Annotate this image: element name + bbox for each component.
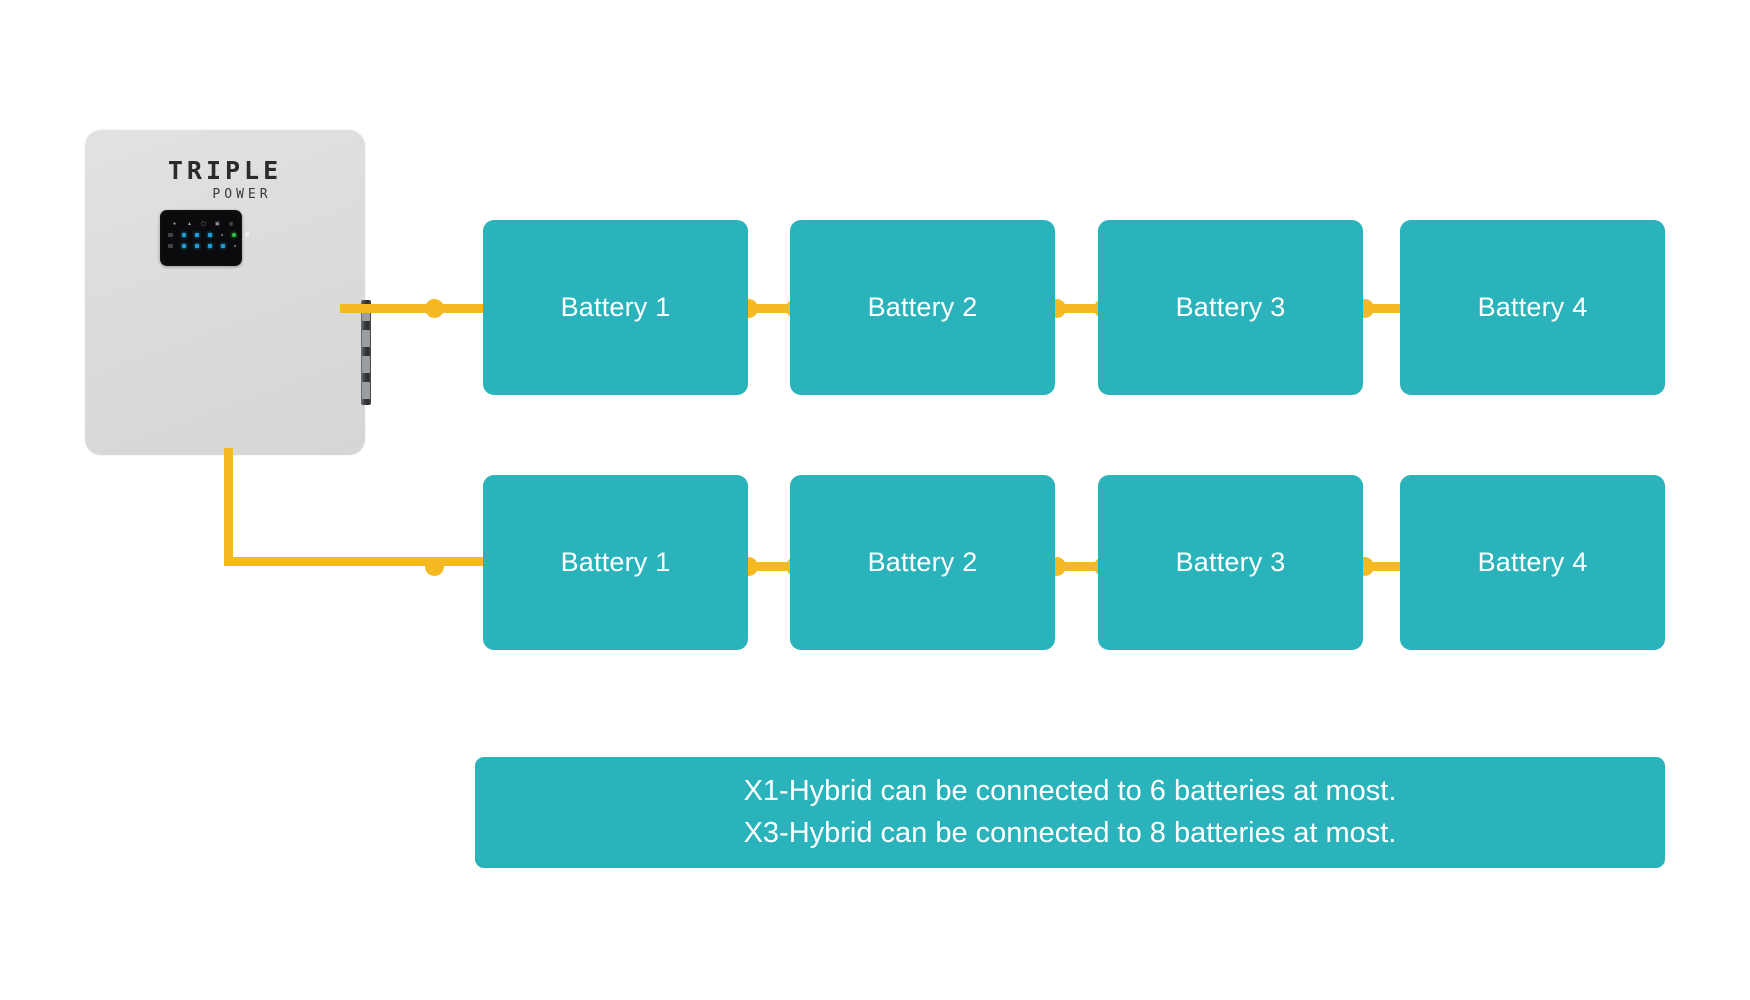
led-label-lower [168, 244, 173, 248]
led-icon-row: ● ▲ ▢ ▣ ◎ [173, 222, 234, 227]
load-icon: ▣ [215, 221, 220, 227]
led-indicator [195, 244, 199, 248]
led-indicator-green [232, 232, 236, 237]
inverter-unit: TRIPLE POWER ● ▲ ▢ ▣ ◎ [85, 130, 371, 455]
battery-box[interactable]: Battery 3 [1098, 475, 1363, 650]
wire-top-b1-b2 [745, 304, 795, 313]
battery-label: Battery 2 [867, 292, 978, 322]
battery-box[interactable]: Battery 1 [483, 475, 748, 650]
led-indicator [195, 232, 199, 237]
wire-inverter-bottom-drop [224, 448, 233, 562]
led-indicator [182, 232, 186, 237]
wire-bottom-b1-b2 [745, 562, 795, 571]
grid-icon: ▲ [187, 221, 192, 227]
led-row-upper [168, 232, 250, 237]
led-label-upper [168, 232, 173, 237]
battery-box[interactable]: Battery 2 [790, 475, 1055, 650]
led-indicator [221, 233, 223, 236]
power-icon: ● [173, 221, 177, 227]
led-indicator [221, 244, 225, 248]
brand-name: TRIPLE [167, 156, 283, 185]
battery-label: Battery 3 [1175, 547, 1286, 577]
wire-inverter-to-row-bottom [224, 557, 490, 566]
battery-label: Battery 1 [560, 547, 671, 577]
battery-label: Battery 4 [1477, 292, 1588, 322]
wire-endpoint-dot [425, 299, 444, 318]
battery-box[interactable]: Battery 4 [1400, 220, 1665, 395]
led-indicator [182, 244, 186, 248]
alarm-icon: ◎ [229, 221, 234, 227]
battery-box[interactable]: Battery 3 [1098, 220, 1363, 395]
inverter-side-connector-port [361, 300, 371, 405]
wire-bottom-b3-b4 [1361, 562, 1411, 571]
battery-box[interactable]: Battery 4 [1400, 475, 1665, 650]
led-row-lower [168, 244, 236, 248]
battery-box[interactable]: Battery 2 [790, 220, 1055, 395]
capacity-note-box: X1-Hybrid can be connected to 6 batterie… [475, 757, 1665, 868]
led-indicator [234, 245, 236, 247]
led-indicator [208, 232, 212, 237]
battery-label: Battery 2 [867, 547, 978, 577]
status-led-panel: ● ▲ ▢ ▣ ◎ [160, 210, 250, 266]
capacity-note-line-1: X1-Hybrid can be connected to 6 batterie… [743, 775, 1397, 808]
wire-bottom-b2-b3 [1053, 562, 1103, 571]
battery-label: Battery 3 [1175, 292, 1286, 322]
wire-inverter-to-row-top [340, 304, 490, 313]
led-indicator [208, 244, 212, 248]
battery-label: Battery 4 [1477, 547, 1588, 577]
battery-box[interactable]: Battery 1 [483, 220, 748, 395]
brand-subtitle: POWER [212, 187, 272, 202]
wire-top-b3-b4 [1361, 304, 1411, 313]
wire-top-b2-b3 [1053, 304, 1103, 313]
battery-label: Battery 1 [560, 292, 671, 322]
inverter-logo: TRIPLE POWER [85, 158, 365, 201]
wire-endpoint-dot [425, 557, 444, 576]
capacity-note-line-2: X3-Hybrid can be connected to 8 batterie… [743, 816, 1397, 849]
battery-icon: ▢ [201, 221, 206, 227]
led-indicator-white [245, 232, 250, 237]
